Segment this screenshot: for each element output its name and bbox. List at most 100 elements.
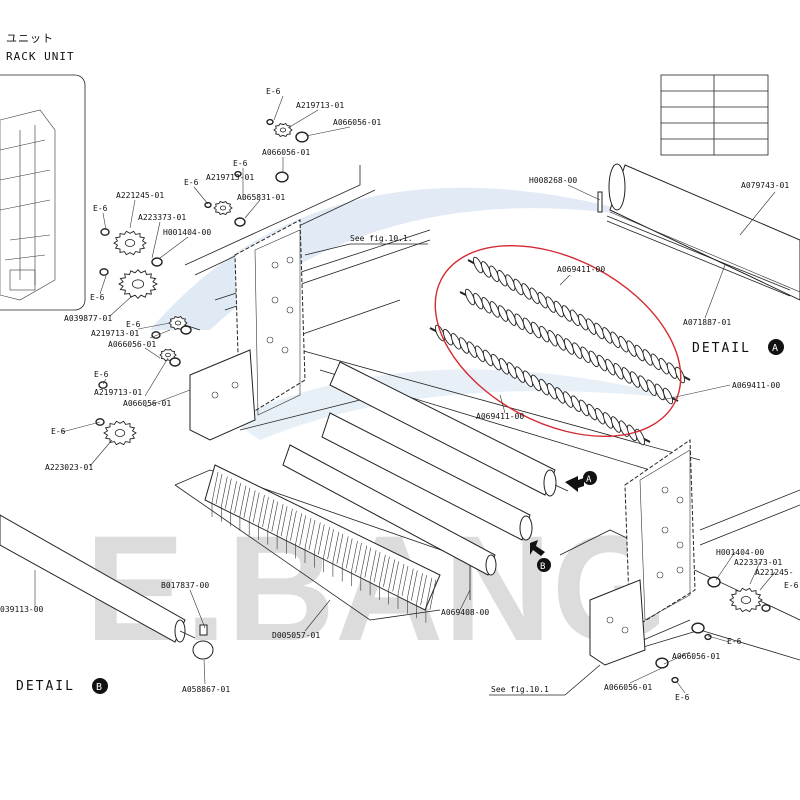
frame-lines: [169, 165, 800, 661]
label-a066056: A066056-01: [672, 652, 720, 661]
star-wheel: [554, 387, 566, 404]
gear-hub: [131, 279, 145, 289]
star-wheel: [572, 342, 583, 359]
star-wheel: [538, 378, 550, 396]
washer: [761, 604, 771, 612]
label-a039877: A039877-01: [64, 314, 112, 323]
star-wheel: [605, 358, 616, 376]
washer: [234, 170, 242, 178]
star-wheel: [497, 305, 509, 322]
star-wheel: [537, 291, 548, 309]
washer: [275, 171, 289, 183]
leader-line: [567, 184, 601, 201]
star-wheel: [450, 333, 462, 350]
washer: [204, 201, 212, 209]
label-039113: 039113-00: [0, 605, 44, 614]
star-wheel: [634, 428, 646, 446]
label-e6: E-6: [675, 693, 690, 702]
star-wheel: [569, 309, 581, 327]
left-side-frame: [189, 219, 306, 441]
part-labels: E-6 A219713-01 A066056-01 A066056-01 E-6…: [0, 87, 799, 702]
gear-hub: [124, 239, 136, 247]
leader-line: [739, 191, 776, 236]
gear-hub: [114, 429, 126, 437]
label-a058867: A058867-01: [182, 685, 230, 694]
washer: [671, 676, 679, 684]
detail-b-pointer-badge: B: [540, 562, 545, 572]
star-wheel: [634, 344, 645, 362]
leader-line: [102, 212, 107, 231]
leader-line: [151, 221, 161, 259]
label-e6: E-6: [784, 581, 799, 590]
leader-line: [193, 186, 209, 205]
leader-line: [661, 384, 731, 401]
leader-line: [707, 635, 730, 643]
label-a219713: A219713-01: [296, 101, 344, 110]
star-wheel: [586, 403, 598, 421]
star-wheel: [562, 391, 574, 408]
star-wheel: [530, 321, 542, 339]
detail-b-pointer: B: [530, 540, 551, 572]
star-wheel: [602, 412, 614, 429]
star-wheel: [442, 328, 454, 346]
label-a219713: A219713-01: [94, 388, 142, 397]
star-wheel: [638, 375, 649, 392]
label-a069411: A069411-00: [557, 265, 605, 274]
plain-roller-1: [329, 361, 569, 497]
star-wheel: [505, 274, 516, 291]
plain-roller-2: [321, 412, 533, 541]
leader-line: [137, 322, 171, 330]
star-wheel: [547, 329, 558, 347]
star-wheel: [474, 345, 486, 363]
star-wheel: [629, 371, 641, 388]
washer: [266, 118, 274, 126]
label-a221245: A221245-: [755, 568, 794, 577]
star-wheel: [586, 318, 597, 335]
gear-stack-top: [204, 118, 309, 227]
star-wheel: [545, 296, 556, 313]
leader-line: [109, 295, 133, 317]
star-wheel: [530, 374, 542, 392]
label-a066056: A066056-01: [123, 399, 171, 408]
leader-line: [304, 599, 331, 632]
see-fig-bottom: See fig.10.1: [491, 685, 549, 694]
right-side-frame: [589, 439, 696, 666]
gear-stack-right: [655, 576, 771, 684]
washer: [295, 131, 309, 143]
leader-line: [149, 329, 171, 339]
gear-hub: [174, 320, 182, 326]
star-wheel: [497, 269, 508, 287]
label-e6: E-6: [90, 293, 105, 302]
detail-a-badge: A: [772, 343, 778, 354]
star-wheel: [618, 335, 629, 353]
star-wheel: [613, 362, 624, 380]
label-e6: E-6: [184, 178, 199, 187]
star-wheel: [594, 407, 606, 425]
detail-b-badge: B: [96, 682, 102, 693]
label-e6: E-6: [126, 320, 141, 329]
label-a219713: A219713-01: [206, 173, 254, 182]
leader-line: [459, 589, 471, 611]
leader-line: [305, 126, 351, 137]
star-wheel: [513, 278, 524, 296]
star-wheel: [642, 349, 653, 366]
star-wheel: [529, 287, 540, 305]
star-wheel: [498, 358, 510, 375]
star-wheel: [458, 337, 470, 354]
leader-line: [715, 551, 736, 581]
star-wheel: [602, 327, 613, 344]
star-wheel: [594, 322, 605, 340]
star-wheel: [650, 353, 661, 371]
star-wheel: [658, 357, 669, 375]
star-wheel: [555, 334, 566, 351]
leader-line: [663, 651, 691, 665]
reference-table: [660, 74, 769, 156]
star-wheel: [561, 305, 572, 322]
star-wheel: [662, 387, 674, 405]
star-wheel: [481, 296, 492, 314]
leader-line: [159, 236, 189, 259]
star-roller-middle: [459, 288, 679, 405]
star-wheel: [466, 341, 478, 358]
star-wheel: [539, 325, 550, 343]
leader-line: [144, 357, 169, 397]
